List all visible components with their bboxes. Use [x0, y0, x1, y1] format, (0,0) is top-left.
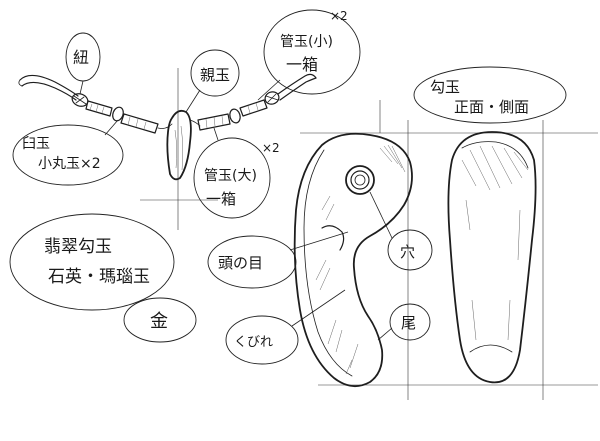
- magatama-front-outline: [293, 132, 413, 388]
- label-x2-top: ×2: [330, 9, 348, 23]
- necklace-drawing: [18, 68, 317, 230]
- label-hole: 穴: [400, 243, 415, 261]
- label-cord: 紐: [73, 48, 89, 67]
- callout-large-tube: 管玉(大) 一箱 ×2: [193, 127, 280, 219]
- label-x2-right: ×2: [262, 141, 280, 155]
- label-kururi: くびれ: [234, 335, 273, 350]
- small-tube-right: [239, 99, 268, 117]
- round-bead: [112, 106, 124, 122]
- label-mag-2: 正面・側面: [454, 98, 529, 116]
- label-head-eye: 頭の目: [218, 254, 263, 272]
- callout-small-beads: 臼玉 小丸玉×2: [12, 119, 124, 186]
- callout-head-eye: 頭の目: [207, 231, 349, 289]
- title-seal: 金: [150, 311, 168, 332]
- cord-right-end: [277, 73, 317, 95]
- label-small-beads-2: 小丸玉×2: [38, 156, 101, 172]
- small-tube-bead: [85, 100, 113, 117]
- label-tail: 尾: [401, 314, 416, 332]
- callout-cord: 紐: [65, 32, 101, 95]
- label-small-tube-count: 一箱: [286, 55, 318, 74]
- label-small-tube: 管玉(小): [280, 34, 333, 50]
- pendant-magatama: [166, 109, 192, 181]
- magatama-cleft: [321, 225, 345, 251]
- callout-main-bead: 親玉: [185, 49, 240, 113]
- cord-left-end: [19, 74, 79, 97]
- tube-bead-right: [197, 113, 231, 131]
- callout-magatama-title: 勾玉 正面・側面: [413, 66, 567, 124]
- magatama-side-outline: [447, 131, 537, 384]
- callout-hole: 穴: [369, 191, 433, 271]
- label-large-tube-count: 一箱: [206, 190, 236, 208]
- label-main-bead: 親玉: [200, 66, 230, 84]
- label-large-tube: 管玉(大): [204, 168, 257, 184]
- magatama-hole-outer: [345, 165, 375, 195]
- magatama-hole-inner: [350, 170, 370, 190]
- magatama-large: [293, 100, 598, 400]
- label-small-beads-1: 臼玉: [22, 136, 50, 152]
- cord-knot-right: [264, 91, 280, 105]
- callout-small-tube: 管玉(小) 一箱 ×2: [257, 9, 361, 101]
- title-line-2: 石英・瑪瑙玉: [48, 267, 150, 287]
- label-mag-1: 勾玉: [430, 78, 460, 96]
- title-line-1: 翡翠勾玉: [44, 237, 112, 257]
- callout-kururi: くびれ: [225, 289, 346, 365]
- tube-bead: [120, 113, 159, 134]
- callout-tail: 尾: [377, 303, 431, 341]
- round-bead-right: [229, 108, 241, 124]
- title-block: 翡翠勾玉 石英・瑪瑙玉 金: [9, 213, 197, 343]
